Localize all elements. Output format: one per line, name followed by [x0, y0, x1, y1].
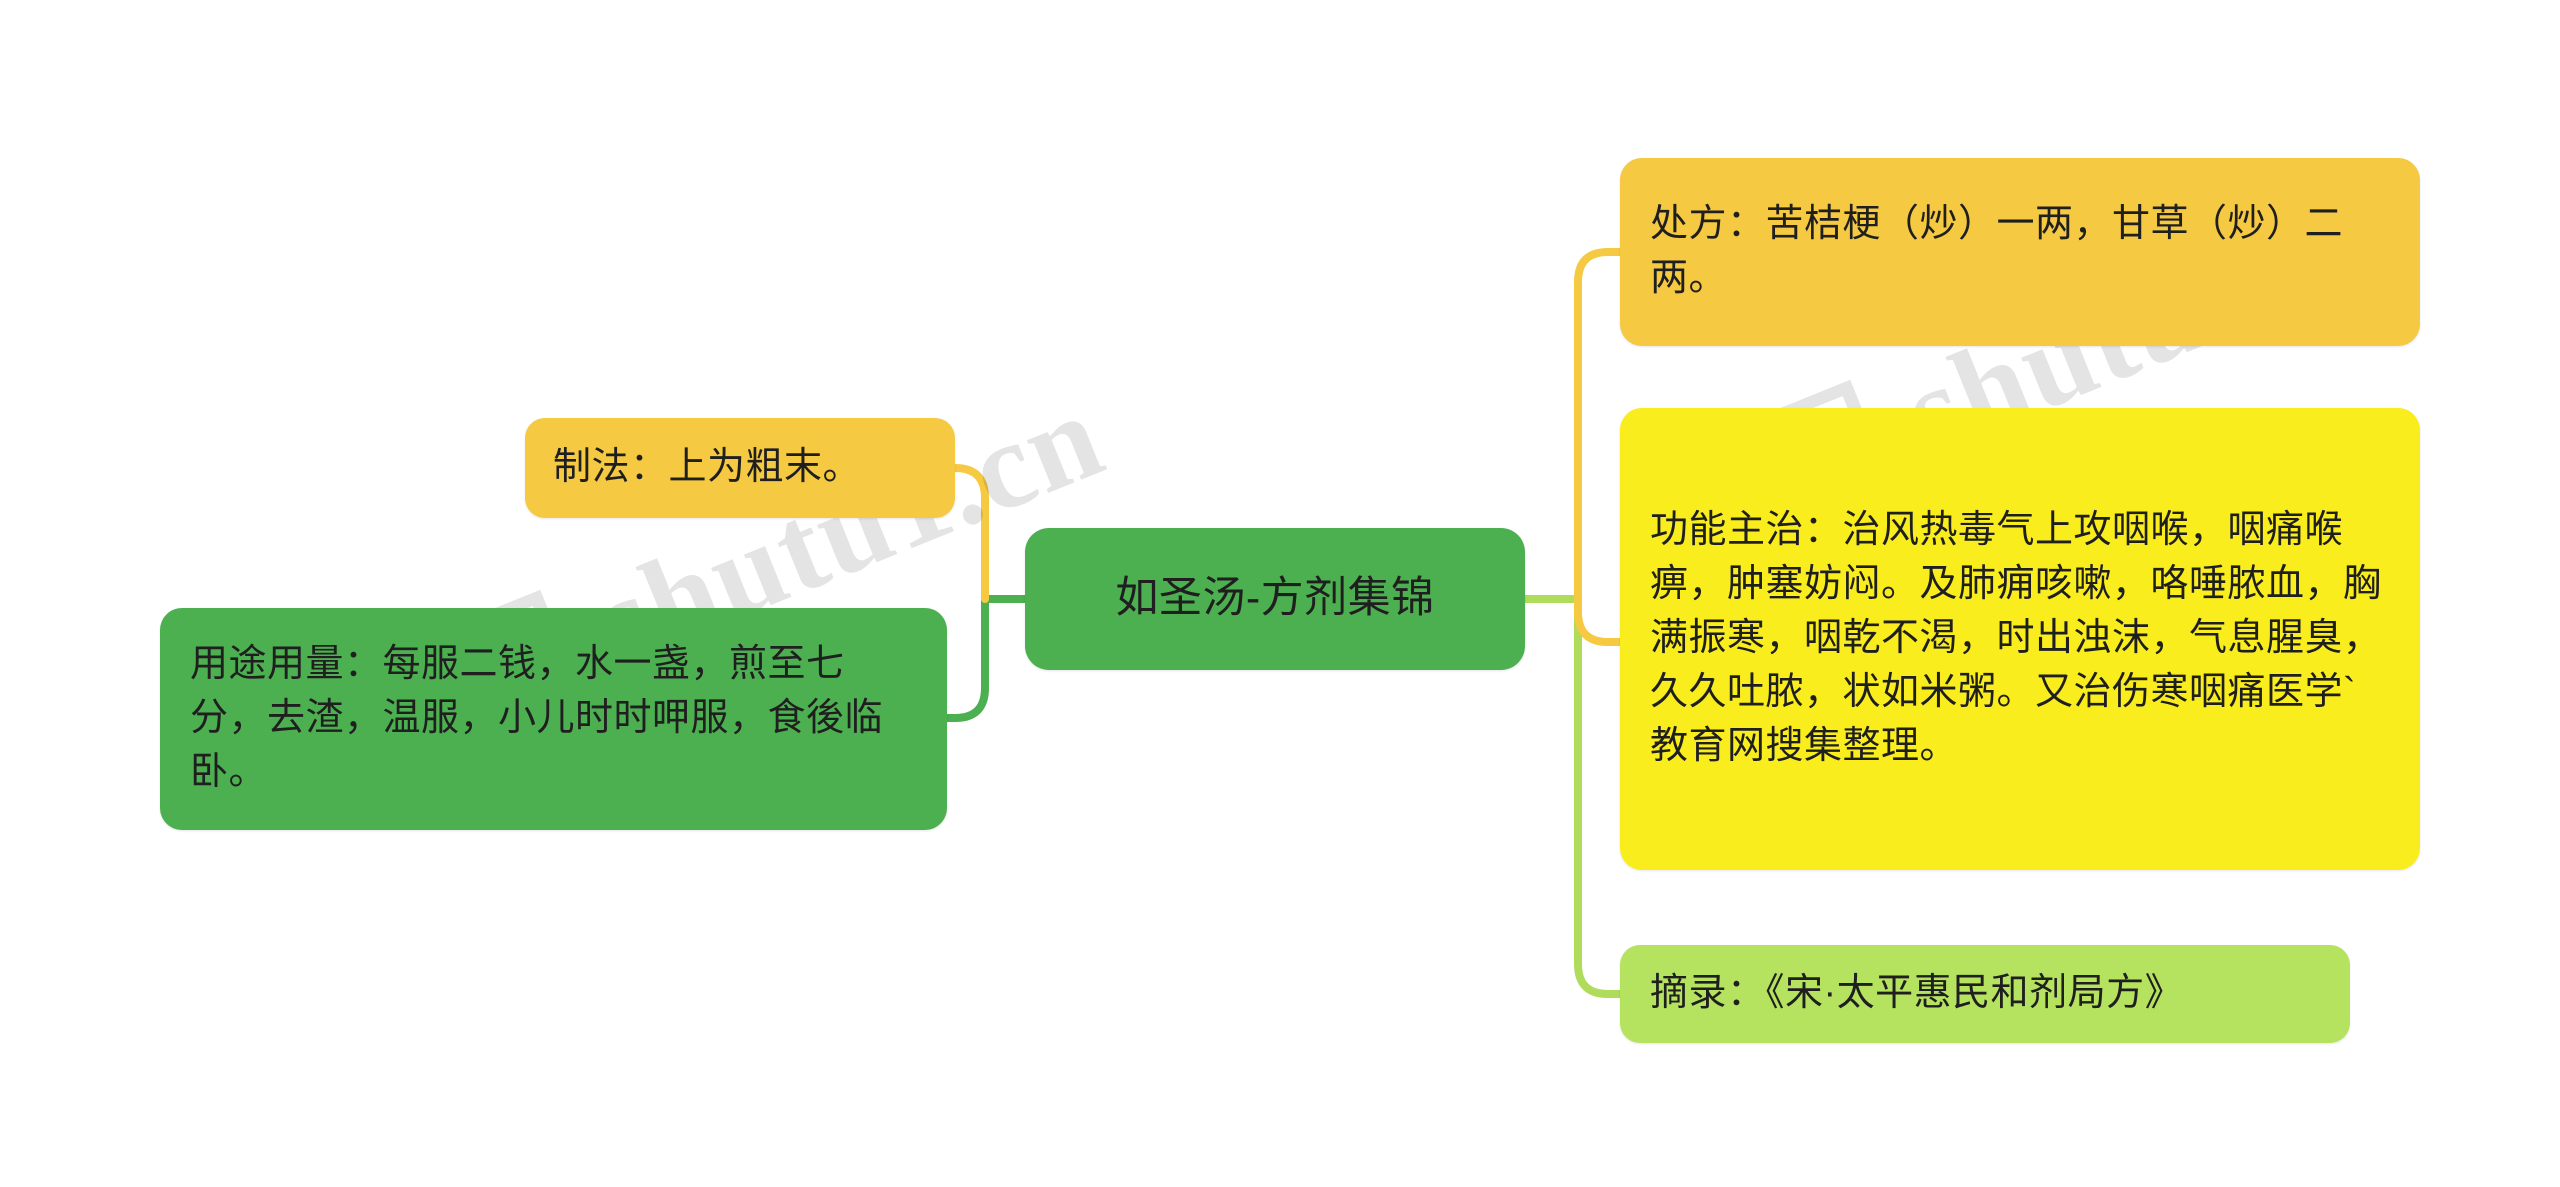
mindmap-node-chufang[interactable]: 处方：苦桔梗（炒）一两，甘草（炒）二两。: [1620, 158, 2420, 346]
connector-to-chufang: [1574, 248, 1624, 603]
mindmap-node-yongtu-yongliang[interactable]: 用途用量：每服二钱，水一盏，煎至七分，去渣，温服，小儿时时呷服，食後临卧。: [160, 608, 947, 830]
node-chufang-label: 处方：苦桔梗（炒）一两，甘草（炒）二两。: [1650, 203, 2344, 299]
node-yongtu-label: 用途用量：每服二钱，水一盏，煎至七分，去渣，温服，小儿时时呷服，食後临卧。: [190, 643, 884, 793]
connector-left-spine: [943, 595, 989, 722]
node-zhailu-label: 摘录：《宋·太平惠民和剂局方》: [1650, 972, 2184, 1015]
connector-to-zhifa: [951, 464, 989, 603]
connector-to-gongneng: [1574, 595, 1624, 646]
root-node-label: 如圣汤-方剂集锦: [1115, 574, 1435, 623]
mindmap-node-zhifa[interactable]: 制法：上为粗末。: [525, 418, 955, 518]
mindmap-root-node[interactable]: 如圣汤-方剂集锦: [1025, 528, 1525, 670]
node-zhifa-label: 制法：上为粗末。: [553, 446, 862, 489]
mindmap-node-zhailu[interactable]: 摘录：《宋·太平惠民和剂局方》: [1620, 945, 2350, 1043]
mindmap-node-gongneng-zhuzhi[interactable]: 功能主治：治风热毒气上攻咽喉，咽痛喉痹，肿塞妨闷。及肺痈咳嗽，咯唾脓血，胸满振寒…: [1620, 408, 2420, 870]
connector-right-spine: [1574, 595, 1624, 998]
node-gongneng-label: 功能主治：治风热毒气上攻咽喉，咽痛喉痹，肿塞妨闷。及肺痈咳嗽，咯唾脓血，胸满振寒…: [1650, 509, 2382, 767]
